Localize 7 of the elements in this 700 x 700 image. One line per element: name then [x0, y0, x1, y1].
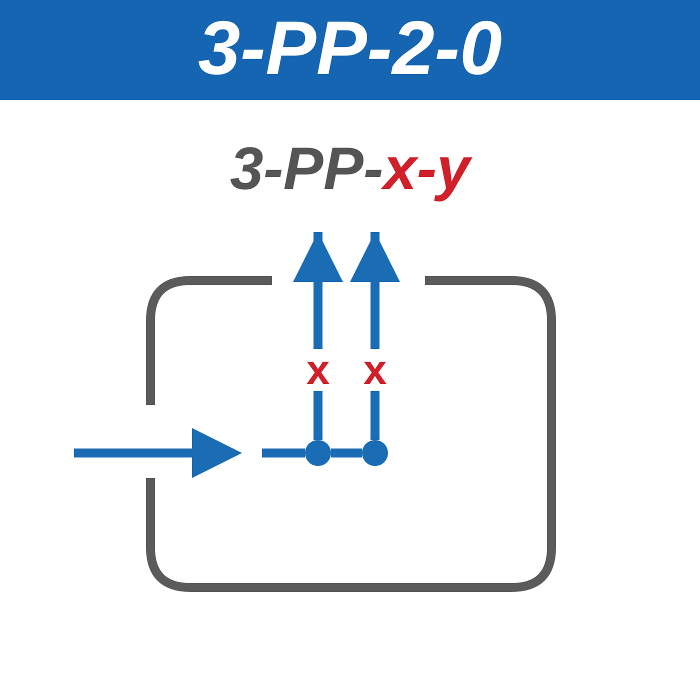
title: 3-PP-2-0 [196, 5, 504, 93]
junction-dot [362, 440, 388, 466]
edge-label: x [304, 349, 332, 391]
block-frame [146, 276, 556, 592]
code-pattern-variables: x-y [383, 135, 470, 202]
edge-label: x [361, 349, 389, 391]
junction-dot [305, 440, 331, 466]
